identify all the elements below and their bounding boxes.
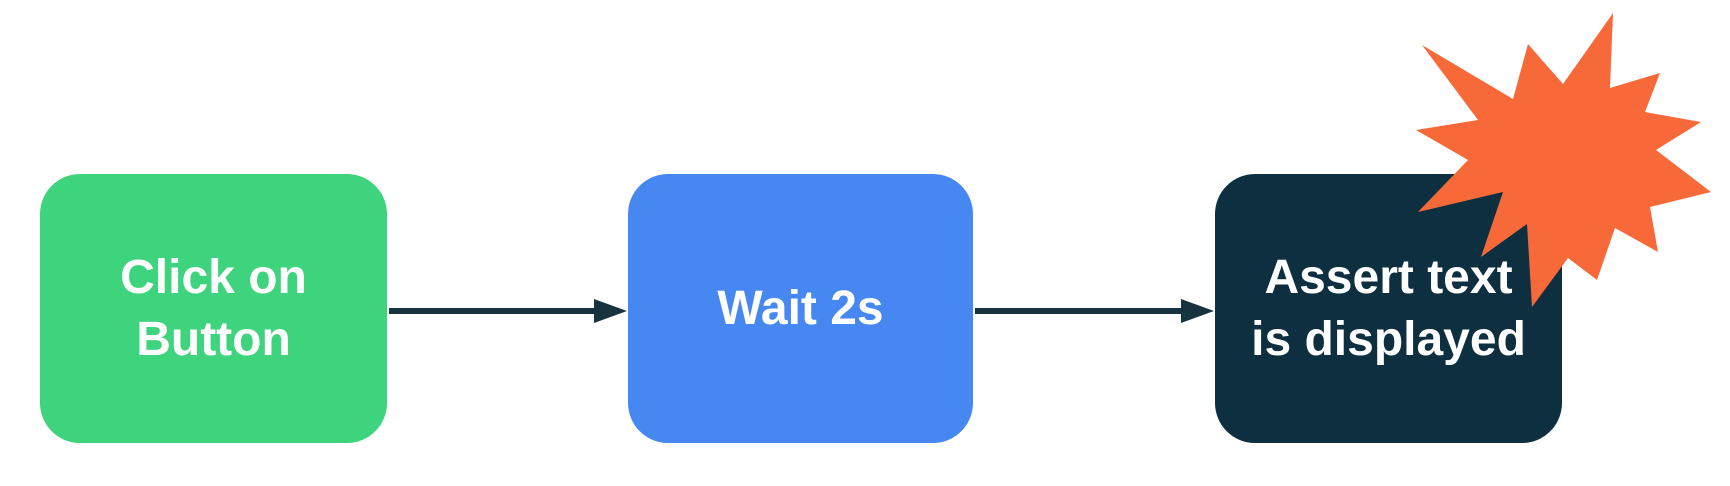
node-assert-text-displayed: Assert text is displayed	[1215, 174, 1562, 443]
node-label-line: Click on	[120, 250, 307, 304]
arrowhead-icon	[1181, 299, 1214, 323]
arrowhead-icon	[594, 299, 627, 323]
node-label-line: Assert text	[1264, 250, 1513, 304]
node-label-line: is displayed	[1251, 312, 1526, 366]
node-label-line: Wait 2s	[717, 281, 884, 335]
connector-arrow-2	[975, 299, 1214, 323]
connector-arrow-1	[389, 299, 627, 323]
node-click-on-button: Click on Button	[40, 174, 387, 443]
node-wait-2s: Wait 2s	[628, 174, 973, 443]
node-label-line: Button	[136, 312, 291, 366]
